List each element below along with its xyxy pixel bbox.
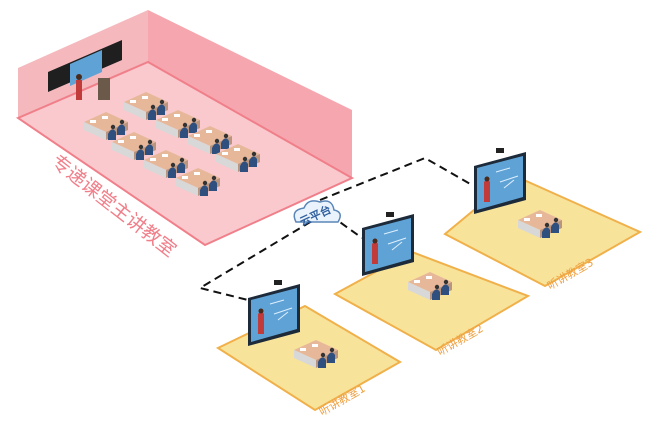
cloud-platform: 云平台	[293, 200, 341, 229]
listening-room-3: 听讲教室3	[443, 148, 643, 293]
podium	[98, 78, 110, 100]
camera-icon	[274, 280, 282, 285]
cloud-icon	[293, 200, 341, 223]
camera-icon	[386, 212, 394, 217]
main-classroom-right-wall	[148, 10, 352, 178]
link-room1	[197, 214, 323, 301]
link-room3	[319, 156, 473, 201]
teacher-figure	[76, 74, 82, 100]
camera-icon	[496, 148, 504, 153]
